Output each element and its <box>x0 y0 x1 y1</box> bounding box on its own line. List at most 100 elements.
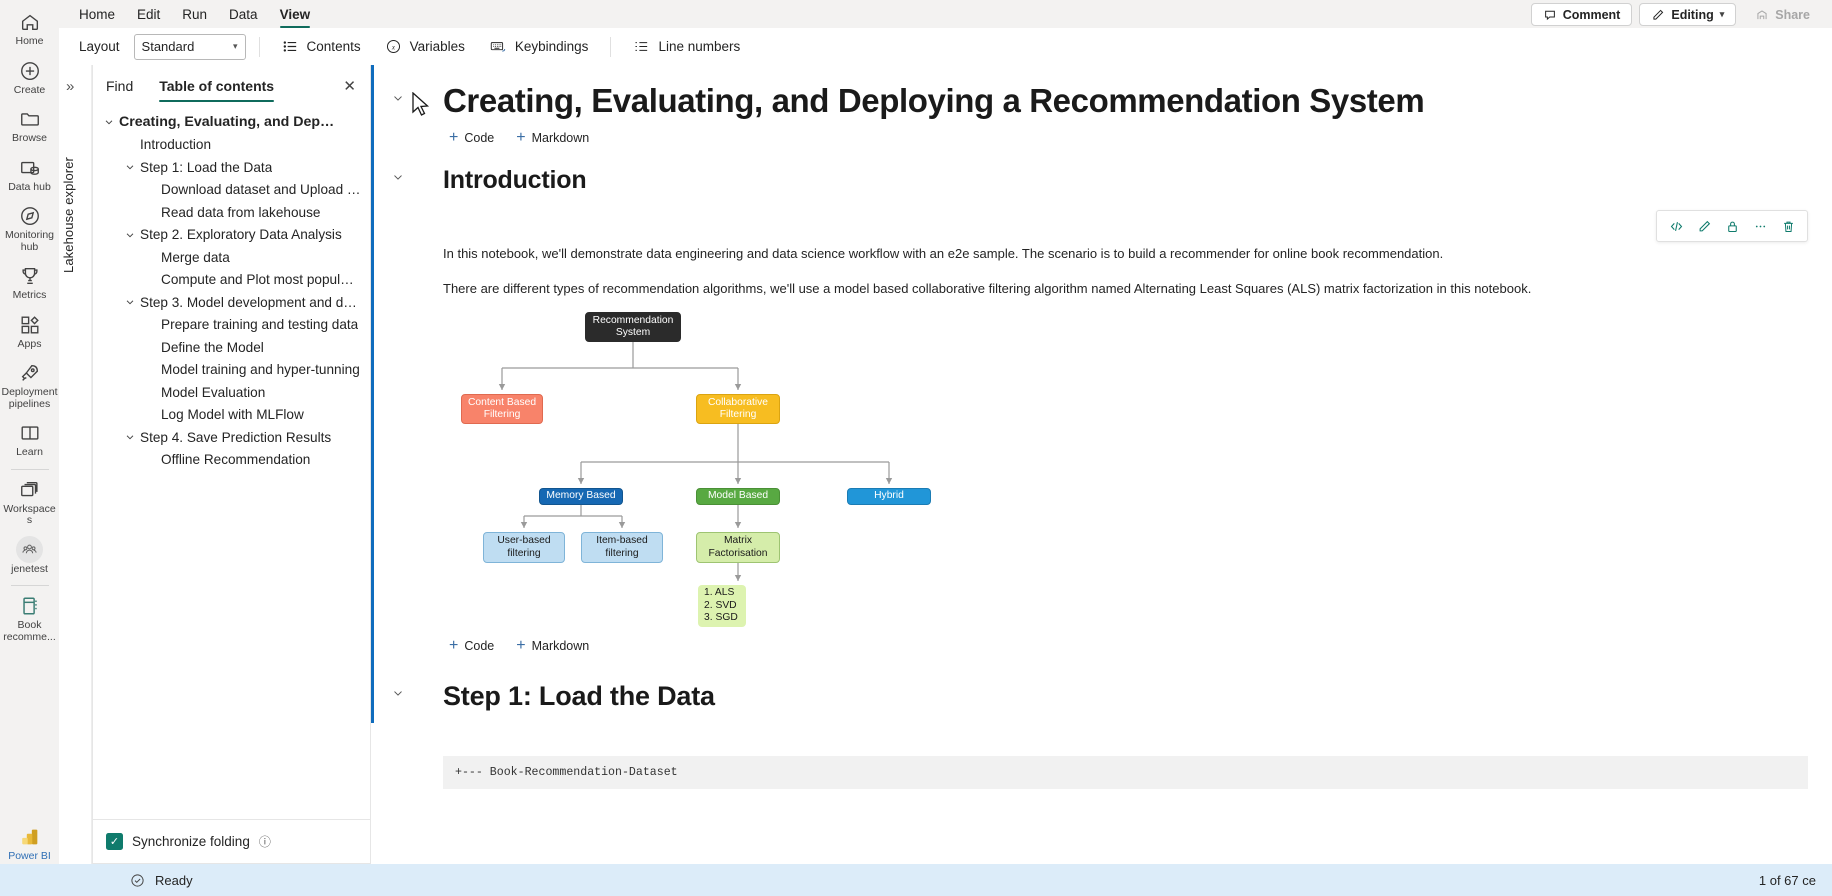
sidebar-item-apps[interactable]: Apps <box>0 307 59 356</box>
diagram-node-label: Content Based Filtering <box>467 396 537 421</box>
sidebar-item-monitoring-hub[interactable]: Monitoring hub <box>0 198 59 258</box>
add-code-cell-button[interactable]: + Code <box>441 128 502 148</box>
toc-item[interactable]: Creating, Evaluating, and Deployin... <box>93 111 370 134</box>
toc-item-label: Merge data <box>161 249 230 265</box>
code-view-icon[interactable] <box>1663 213 1689 239</box>
add-cell-row-middle: + Code + Markdown <box>371 634 1832 662</box>
toc-item[interactable]: Merge data <box>93 246 370 269</box>
toc-item[interactable]: Log Model with MLFlow <box>93 404 370 427</box>
toc-item[interactable]: Step 3. Model development and deploy <box>93 291 370 314</box>
add-code-cell-button[interactable]: + Code <box>441 636 502 656</box>
chevron-down-icon[interactable] <box>120 431 140 443</box>
tab-find[interactable]: Find <box>106 78 134 94</box>
collapse-chevron-icon[interactable] <box>385 91 411 105</box>
edit-pencil-icon <box>1651 8 1665 22</box>
delete-trash-icon[interactable] <box>1775 213 1801 239</box>
sidebar-item-notebook-artifact[interactable]: Book recomme... <box>0 588 59 648</box>
add-markdown-label: Markdown <box>531 131 590 145</box>
layout-select[interactable]: Standard ▾ <box>133 33 246 60</box>
toc-item[interactable]: Define the Model <box>93 336 370 359</box>
edit-pencil-icon[interactable] <box>1691 213 1717 239</box>
keybindings-button[interactable]: Keybindings <box>480 33 598 60</box>
tab-home[interactable]: Home <box>79 7 116 22</box>
sidebar-item-data-hub[interactable]: Data hub <box>0 150 59 199</box>
keybindings-label: Keybindings <box>514 39 589 54</box>
sidebar-item-create[interactable]: Create <box>0 53 59 102</box>
toc-item[interactable]: Offline Recommendation <box>93 449 370 472</box>
tab-view[interactable]: View <box>269 8 322 28</box>
editing-mode-button[interactable]: Editing ▾ <box>1639 3 1737 26</box>
add-cell-row-top: + Code + Markdown <box>371 121 1832 154</box>
toc-item[interactable]: Step 1: Load the Data <box>93 156 370 179</box>
app-body: Home Create Browse Data hub Monitoring h <box>0 0 1832 864</box>
toc-item[interactable]: Introduction <box>93 134 370 157</box>
add-markdown-label: Markdown <box>531 639 590 653</box>
toc-item[interactable]: Step 4. Save Prediction Results <box>93 426 370 449</box>
line-numbers-button[interactable]: Line numbers <box>624 33 749 60</box>
tab-run[interactable]: Run <box>182 7 208 22</box>
book-open-icon <box>19 422 41 444</box>
toc-item[interactable]: Download dataset and Upload to lakeh... <box>93 179 370 202</box>
variables-label: Variables <box>409 39 465 54</box>
view-ribbon-toolbar: Layout Standard ▾ Contents x Variables <box>59 28 1832 65</box>
share-button[interactable]: Share <box>1743 3 1822 26</box>
lock-icon[interactable] <box>1719 213 1745 239</box>
chevron-down-icon[interactable] <box>99 116 119 128</box>
cell-toolbar <box>1656 210 1808 242</box>
add-markdown-cell-button[interactable]: + Markdown <box>508 636 597 656</box>
add-markdown-cell-button[interactable]: + Markdown <box>508 128 597 148</box>
sidebar-item-power-bi[interactable]: Power BI <box>0 819 59 865</box>
diagram-node-label: Model Based <box>707 490 769 502</box>
share-icon <box>1755 8 1769 22</box>
sidebar-item-deployment-pipelines[interactable]: Deployment pipelines <box>0 355 59 415</box>
tab-table-of-contents[interactable]: Table of contents <box>159 78 274 102</box>
toc-item[interactable]: Step 2. Exploratory Data Analysis <box>93 224 370 247</box>
collapse-chevron-icon[interactable] <box>385 686 411 700</box>
toc-item[interactable]: Model training and hyper-tunning <box>93 359 370 382</box>
toc-item[interactable]: Read data from lakehouse <box>93 201 370 224</box>
comment-button[interactable]: Comment <box>1530 3 1633 26</box>
more-options-icon[interactable] <box>1747 213 1773 239</box>
chevron-down-icon[interactable] <box>120 296 140 308</box>
status-label: Ready <box>155 872 193 888</box>
sidebar-item-workspaces[interactable]: Workspaces <box>0 472 59 532</box>
menubar-actions: Comment Editing ▾ Share <box>1530 3 1832 28</box>
toc-item[interactable]: Prepare training and testing data <box>93 314 370 337</box>
markdown-cell-introduction: Introduction <box>371 154 1832 662</box>
status-check-icon <box>130 873 145 888</box>
toc-item[interactable]: Compute and Plot most popular items <box>93 269 370 292</box>
toc-item[interactable]: Model Evaluation <box>93 381 370 404</box>
expand-panel-icon[interactable]: » <box>66 78 75 95</box>
contents-button[interactable]: Contents <box>273 33 370 60</box>
plus-circle-icon <box>19 60 41 82</box>
sidebar-item-metrics[interactable]: Metrics <box>0 258 59 307</box>
keyboard-icon <box>489 38 507 55</box>
tab-data[interactable]: Data <box>229 7 258 22</box>
toc-item-label: Download dataset and Upload to lakeh... <box>161 182 361 198</box>
toolbar-divider-2 <box>610 36 612 57</box>
sidebar-item-learn[interactable]: Learn <box>0 415 59 464</box>
sidebar-item-label: Power BI <box>8 849 51 862</box>
notebook-icon <box>19 595 41 617</box>
sidebar-item-browse[interactable]: Browse <box>0 101 59 150</box>
info-icon[interactable]: ⓘ <box>258 835 271 849</box>
close-icon[interactable]: ✕ <box>343 77 356 95</box>
synchronize-folding-checkbox[interactable]: ✓ <box>106 833 123 850</box>
lakehouse-explorer-label[interactable]: Lakehouse explorer <box>61 157 76 273</box>
sidebar-item-home[interactable]: Home <box>0 4 59 53</box>
diagram-node-label: Collaborative Filtering <box>707 396 769 421</box>
ribbon-menubar: Home Edit Run Data View Comment Editing … <box>59 0 1832 28</box>
toc-item-label: Compute and Plot most popular items <box>161 272 361 288</box>
toc-item-label: Read data from lakehouse <box>161 204 321 220</box>
chevron-down-icon[interactable] <box>120 161 140 173</box>
tab-edit[interactable]: Edit <box>137 7 161 22</box>
diagram-node-collab: Collaborative Filtering <box>696 394 780 424</box>
collapse-chevron-icon[interactable] <box>385 170 411 184</box>
chevron-down-icon[interactable] <box>120 229 140 241</box>
power-bi-icon <box>19 826 41 848</box>
sidebar-item-workspace-jenetest[interactable]: jenetest <box>0 532 59 581</box>
active-cell-indicator <box>371 65 374 723</box>
sidebar-item-label: Browse <box>11 132 47 144</box>
variables-button[interactable]: x Variables <box>376 33 474 60</box>
status-bar: Ready 1 of 67 ce <box>0 864 1832 896</box>
